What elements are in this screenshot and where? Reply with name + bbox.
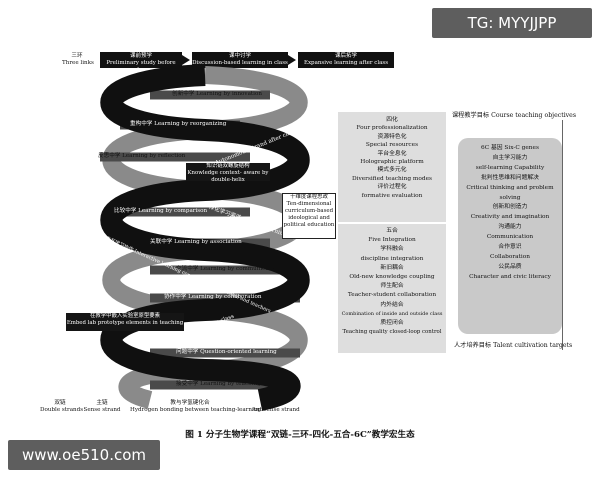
ten-dim-line: political education <box>283 222 335 228</box>
lab-box: 在教学中嵌入实验室原型要素 Embed lab prototype elemen… <box>66 313 184 331</box>
four-line: Diversified teaching modes <box>351 175 433 182</box>
ten-dim-line: ideological and <box>288 215 330 221</box>
gene-line: Collaboration <box>490 253 530 260</box>
five-line: 五合 <box>386 228 398 234</box>
ten-dim-line: 十维度课程思政 <box>290 194 328 200</box>
double-en: Double strands <box>40 407 84 413</box>
gene-line: 6C 基因 Six-C genes <box>481 145 539 151</box>
four-line: formative evaluation <box>361 192 423 199</box>
five-line: Old-new knowledge coupling <box>349 274 435 281</box>
stage-in-cn: 课中讨学 <box>228 53 251 59</box>
sense-strand-label: 主链 Sense strand <box>82 400 122 414</box>
gene-line: 合作意识 <box>498 244 522 251</box>
hbond-en: Hydrogen bonding between teaching-learni… <box>130 407 261 413</box>
gene-line: Creativity and imagination <box>470 214 550 221</box>
five-line: Five Integration <box>368 237 416 244</box>
hydrogen-bond-label: 教与学氢键化合 Hydrogen bonding between teachin… <box>130 400 261 414</box>
four-line: 平台全息化 <box>377 150 407 157</box>
stage-pre-class: 课前预学 Preliminary study before class <box>100 52 182 73</box>
ten-dim-box: 十维度课程思政 Ten-dimensional curriculum-based… <box>282 193 336 239</box>
sense-strand <box>100 64 310 411</box>
four-line: Holographic platform <box>360 159 424 166</box>
stage-pre-cn: 课前预学 <box>129 53 152 59</box>
lab-cn: 在教学中嵌入实验室原型要素 <box>89 313 161 319</box>
watermark-top: TG: MYYJJPP <box>432 8 592 38</box>
gene-line: Communication <box>486 234 534 241</box>
double-strands-label: 双链 Double strands <box>40 400 84 414</box>
five-line: Combination of inside and outside class <box>341 310 443 317</box>
objective-divider <box>562 120 563 350</box>
six-c-panel: 6C 基因 Six-C genes 自主学习能力 self-learning C… <box>458 138 562 334</box>
five-line: 学科融合 <box>380 246 404 253</box>
stage-in-class: 课中讨学 Discussion-based learning in class <box>192 52 288 68</box>
rung-label: 创新中学 Learning by innovation <box>172 91 262 97</box>
rung-label: 重构中学 Learning by reorganizing <box>130 121 227 127</box>
three-links-label: 三环 Three links <box>62 53 94 67</box>
rung-label: 问题中学 Question-oriented learning <box>176 349 277 355</box>
four-line: Special resources <box>365 142 419 149</box>
stage-arrow-icon <box>288 55 296 65</box>
four-line: Four professionalization <box>356 125 428 132</box>
four-panel: 四化 Four professionalization 资源特色化 Specia… <box>338 112 446 222</box>
gene-line: 自主学习能力 <box>492 154 528 161</box>
sense-en: Sense strand <box>83 407 121 413</box>
rung-label: 反思中学 Learning by reflection <box>98 153 186 159</box>
five-line: Teacher-student collaboration <box>347 292 437 299</box>
course-objectives-label: 课程教学目标 Course teaching objectives <box>452 112 577 119</box>
rung-label: 交流中学 Learning by communicating <box>176 266 280 272</box>
stage-pre-en: Preliminary study before class <box>106 60 176 73</box>
three-links-en: Three links <box>62 60 94 66</box>
talent-targets-label: 人才培养目标 Talent cultivation targets <box>454 342 573 349</box>
gene-line: 批判性思维和问题解决 <box>481 174 539 181</box>
ten-dim-line: Ten-dimensional <box>286 201 332 207</box>
gene-line: Character and civic literacy <box>469 273 551 280</box>
gene-line: 公民品质 <box>498 263 522 270</box>
stage-after-class: 课后拓学 Expansive learning after class <box>298 52 394 68</box>
gene-line: Critical thinking and problem solving <box>466 184 554 201</box>
lab-en: Embed lab prototype elements in teaching <box>66 320 184 326</box>
antisense-strand-label: 互链 Antisense strand <box>252 400 300 414</box>
five-line: discipline integration <box>360 255 424 262</box>
stage-in-en: Discussion-based learning in class <box>192 60 288 66</box>
watermark-bottom: www.oe510.com <box>8 440 160 470</box>
gene-line: self-learning Capability <box>475 164 545 171</box>
five-line: 新旧耦合 <box>380 264 404 271</box>
four-line: 资源特色化 <box>377 133 407 140</box>
double-cn: 双链 <box>54 400 66 406</box>
knowledge-cn: 知识链双螺旋结构 <box>206 163 250 169</box>
four-line: 四化 <box>386 117 398 123</box>
knowledge-box: 知识链双螺旋结构 Knowledge context- aware by dou… <box>186 163 270 183</box>
gene-line: 沟通能力 <box>498 224 522 231</box>
anti-en: Antisense strand <box>252 407 300 413</box>
five-line: 内外结合 <box>380 301 404 308</box>
rung-label: 接受中学 Learning by teaching <box>176 381 261 387</box>
rung-label: 协作中学 Learning by collaboration <box>164 294 262 300</box>
rung-label: 比较中学 Learning by comparison <box>114 208 208 214</box>
five-panel: 五合 Five Integration 学科融合 discipline inte… <box>338 223 446 353</box>
four-line: 模式多元化 <box>377 167 407 174</box>
five-line: Teaching quality closed-loop control <box>342 329 442 336</box>
stage-after-cn: 课后拓学 <box>334 53 357 59</box>
stage-arrow-icon <box>182 55 190 65</box>
three-links-cn: 三环 <box>71 53 83 59</box>
stage-after-en: Expansive learning after class <box>303 60 389 66</box>
four-line: 评价过程化 <box>377 184 407 191</box>
sense-cn: 主链 <box>96 400 108 406</box>
five-line: 师生配合 <box>380 283 404 290</box>
gene-line: 创新和创造力 <box>492 204 528 211</box>
figure-caption: 图 1 分子生物学课程“双链-三环-四化-五合-6C”教学宏生态 <box>185 430 415 440</box>
anti-cn: 互链 <box>268 400 280 406</box>
hbond-cn: 教与学氢键化合 <box>170 400 210 406</box>
ten-dim-line: curriculum-based <box>284 208 334 214</box>
rung-label: 关联中学 Learning by association <box>150 239 242 245</box>
five-line: 质控闭合 <box>380 320 404 327</box>
knowledge-en: Knowledge context- aware by double-helix <box>187 170 269 183</box>
